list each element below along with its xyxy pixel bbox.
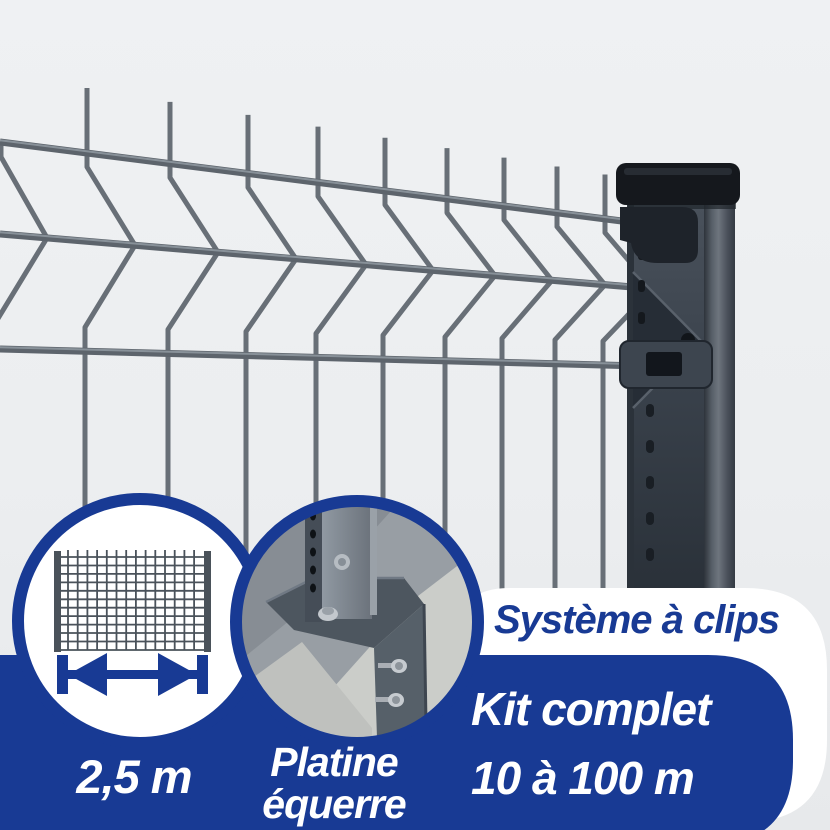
base-plate-label: Platine équerre: [262, 739, 406, 828]
fence-post: [616, 163, 740, 590]
width-arrow-icon: [57, 653, 208, 696]
panel-width-badge: [12, 493, 268, 749]
panel-width-label: 2,5 m: [76, 750, 192, 803]
fence-mesh-icon: [54, 550, 211, 652]
panel-clip: [620, 207, 698, 263]
base-plate-badge: [230, 495, 484, 749]
post-tube-side: [702, 197, 735, 590]
base-plate-photo: [236, 501, 478, 743]
kit-range-label: 10 à 100 m: [471, 752, 695, 804]
kit-title-label: Kit complet: [471, 683, 711, 735]
fence-panel-render: [0, 88, 657, 692]
clip-system-label: Système à clips: [494, 598, 780, 642]
post-perforations: [646, 404, 654, 561]
badge-circle: [230, 495, 484, 749]
